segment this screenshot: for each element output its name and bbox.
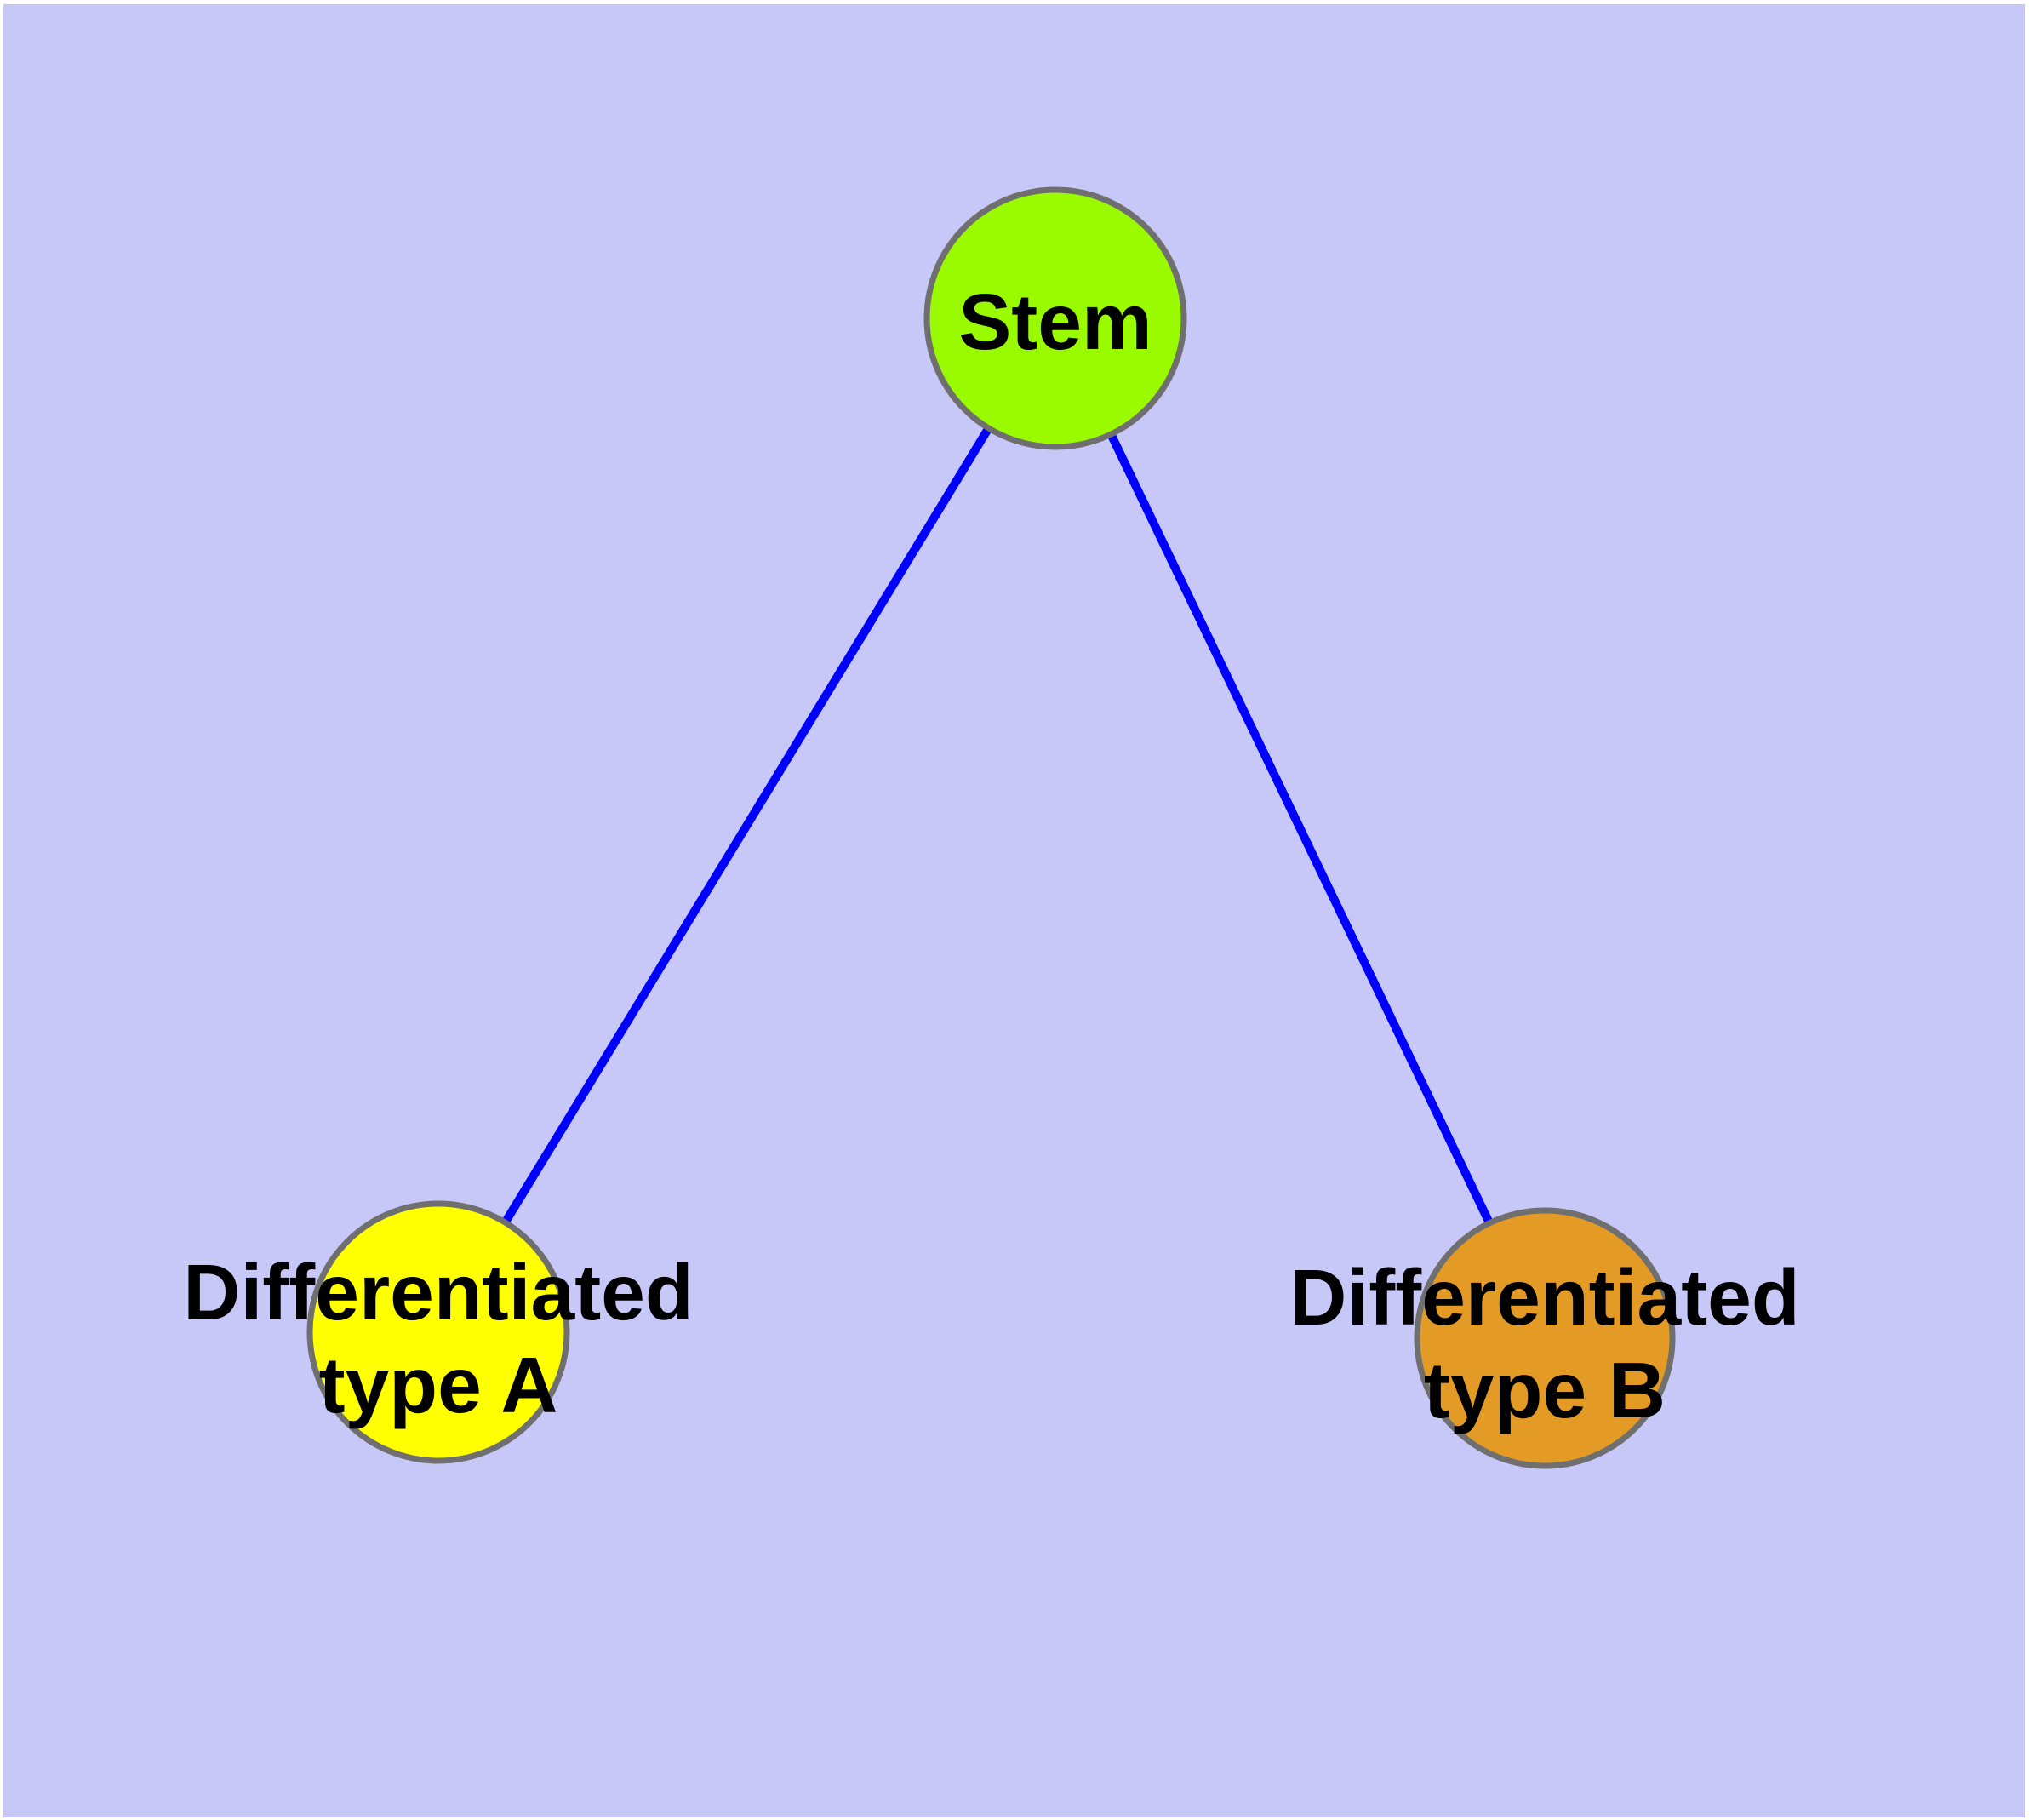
edge-stem-to-type-b bbox=[1051, 316, 1549, 1341]
node-label-type-a-line2: type A bbox=[319, 1341, 558, 1429]
label-group: Stem Differentiated type A Differentiate… bbox=[183, 278, 1799, 1434]
node-stem bbox=[923, 186, 1187, 450]
edge-group bbox=[434, 316, 1549, 1341]
node-label-type-a-line1: Differentiated bbox=[183, 1248, 693, 1336]
node-differentiated-type-b bbox=[1414, 1207, 1676, 1469]
node-label-stem: Stem bbox=[958, 278, 1152, 366]
node-differentiated-type-a bbox=[306, 1200, 570, 1464]
edge-stem-to-type-a bbox=[434, 316, 1060, 1335]
node-group bbox=[306, 186, 1676, 1469]
node-label-type-b-line2: type B bbox=[1424, 1346, 1666, 1434]
node-label-type-b-line1: Differentiated bbox=[1289, 1253, 1799, 1342]
